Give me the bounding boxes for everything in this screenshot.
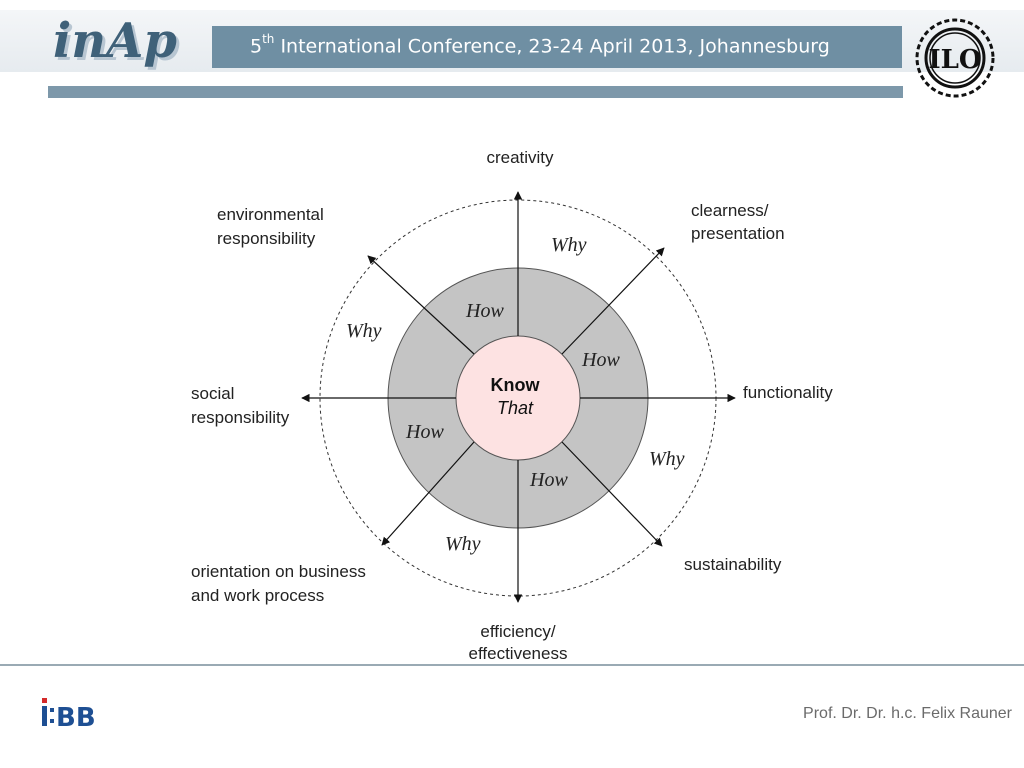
axis-clearness: [561, 247, 665, 355]
why-label: Why: [551, 234, 587, 256]
label-sustainability: sustainability: [684, 555, 782, 574]
label-environmental-2: responsibility: [217, 229, 316, 248]
svg-text:inAp: inAp: [53, 13, 177, 69]
ibb-logo: BB: [42, 698, 96, 733]
label-efficiency-1: efficiency/: [480, 622, 556, 641]
svg-text:ILO: ILO: [928, 45, 981, 75]
label-efficiency-2: effectiveness: [469, 644, 568, 660]
label-creativity: creativity: [486, 148, 554, 167]
svg-text:inAp: inAp: [56, 16, 180, 72]
header-underline: [48, 86, 903, 98]
axis-orientation: [381, 441, 475, 546]
ilo-logo: ILO: [915, 18, 995, 98]
competence-diagram: Know That How How How How Why Why Why Wh…: [191, 148, 833, 660]
label-orientation-1: orientation on business: [191, 562, 366, 581]
label-orientation-2: and work process: [191, 586, 324, 605]
conference-number: 5: [250, 35, 263, 58]
label-clearness-2: presentation: [691, 224, 785, 243]
label-environmental-1: environmental: [217, 205, 324, 224]
how-label: How: [581, 349, 620, 371]
how-label: How: [529, 469, 568, 491]
label-social-2: responsibility: [191, 408, 290, 427]
header-title-bar: [212, 26, 902, 68]
conference-title-text: International Conference, 23-24 April 20…: [280, 35, 830, 58]
why-label: Why: [445, 533, 481, 555]
how-label: How: [465, 300, 504, 322]
why-label: Why: [649, 448, 685, 470]
footer-author: Prof. Dr. Dr. h.c. Felix Rauner: [803, 705, 1012, 722]
conference-title: 5th International Conference, 23-24 Apri…: [250, 32, 830, 58]
label-functionality: functionality: [743, 383, 833, 402]
center-label-that: That: [497, 398, 534, 418]
footer-divider: [0, 664, 1024, 666]
center-label-know: Know: [491, 375, 541, 395]
how-label: How: [405, 421, 444, 443]
axis-sustainability: [561, 441, 663, 547]
axis-environmental: [367, 255, 475, 355]
why-label: Why: [346, 320, 382, 342]
label-social-1: social: [191, 384, 234, 403]
inap-logo: inAp inAp: [53, 13, 180, 72]
svg-text:BB: BB: [56, 703, 96, 733]
conference-number-suffix: th: [262, 32, 275, 46]
label-clearness-1: clearness/: [691, 201, 769, 220]
